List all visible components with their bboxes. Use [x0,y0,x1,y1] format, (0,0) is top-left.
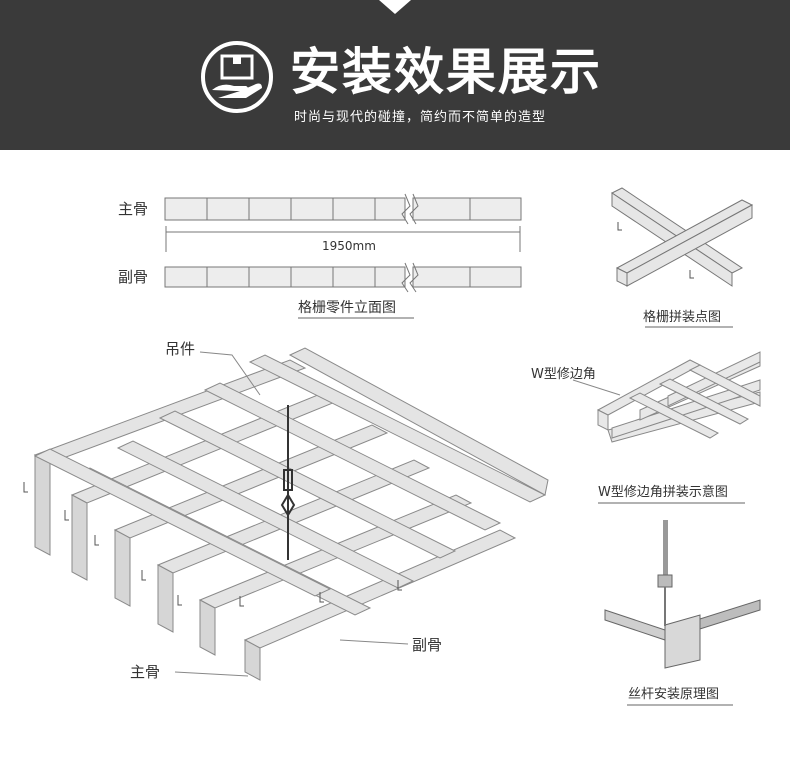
sub-bar-break [401,262,419,293]
grid-pointers [174,351,409,677]
header-notch [379,0,411,14]
hanger-wire [280,405,296,560]
w-corner-pointer [572,379,621,396]
sub-bar-slots [206,267,471,287]
grid-main-label: 主骨 [130,663,161,681]
elevation-sub-label: 副骨 [118,268,149,286]
w-corner-label: W型修边角 [531,367,596,382]
main-bar-break [401,193,419,225]
main-bar-elevation [164,197,522,221]
page-title: 安装效果展示 [290,43,602,101]
sub-bar-elevation [164,266,522,288]
main-bar-slots [206,198,471,220]
w-corner-drawing [596,351,761,443]
rod-drawing [604,520,761,669]
page-subtitle: 时尚与现代的碰撞，简约而不简单的造型 [294,110,547,125]
assembly-caption: 格栅拼装点图 [643,310,722,325]
rod-caption: 丝杆安装原理图 [628,687,720,702]
header-banner: 安装效果展示 时尚与现代的碰撞，简约而不简单的造型 [0,0,790,150]
elevation-dimension: 1950mm [322,239,376,253]
grid-hanger-label: 吊件 [165,340,196,358]
elevation-caption: 格栅零件立面图 [298,300,396,316]
dimension-line [165,226,521,252]
assembly-point-drawing [611,187,754,287]
install-hand-box-icon [201,41,273,113]
w-corner-caption: W型修边角拼装示意图 [598,485,728,500]
elevation-main-label: 主骨 [118,200,149,218]
ceiling-grid [33,347,549,681]
grid-hanger-pins [23,482,402,607]
grid-sub-label: 副骨 [412,636,443,654]
assembly-hanger-pins [617,222,694,279]
